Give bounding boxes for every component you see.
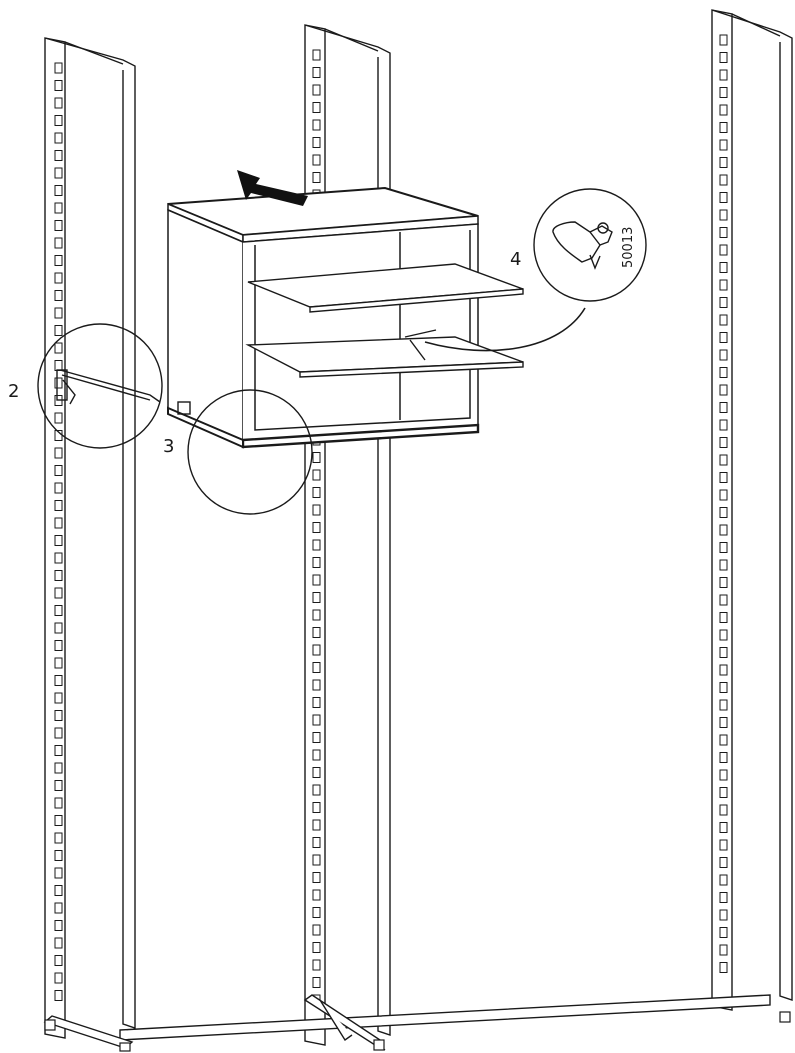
frame-uprights bbox=[44, 9, 793, 1046]
callout-number-3: 3 bbox=[163, 436, 174, 457]
middle-upright bbox=[304, 24, 391, 1046]
frame-feet bbox=[44, 1011, 791, 1052]
callout-circle-3 bbox=[177, 389, 313, 515]
callout-circle-2 bbox=[37, 323, 163, 449]
push-direction-arrow bbox=[237, 170, 308, 206]
slot-holes bbox=[54, 62, 63, 1001]
callout-number-4: 4 bbox=[510, 249, 521, 270]
part-code-label: 50013 bbox=[621, 227, 636, 268]
callout-circle-4 bbox=[404, 188, 647, 361]
left-upright bbox=[44, 37, 136, 1039]
slot-holes bbox=[719, 34, 728, 973]
cabinet-box bbox=[167, 186, 480, 449]
callout-number-2: 2 bbox=[8, 381, 19, 402]
shelf-boards bbox=[245, 263, 524, 378]
right-upright bbox=[711, 9, 793, 1011]
bottom-frame-rails bbox=[43, 994, 771, 1051]
